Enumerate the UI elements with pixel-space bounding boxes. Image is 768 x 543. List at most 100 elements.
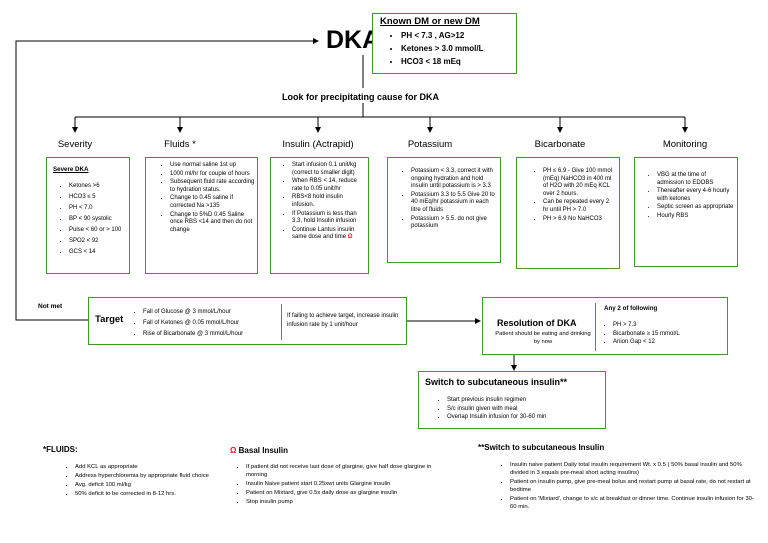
target-item: Fall of Ketones @ 0.05 mmol/L/hour bbox=[143, 318, 303, 328]
severity-item: Pulse < 60 or > 100 bbox=[69, 225, 129, 235]
severity-item: BP < 90 systolic bbox=[69, 214, 129, 224]
switch-item: Overlap Insulin infusion for 30-60 min bbox=[447, 414, 617, 422]
target-note: If failing to achieve target, increase i… bbox=[287, 313, 399, 328]
bicarbonate-item: Can be repeated every 2 hr until PH > 7.… bbox=[543, 199, 616, 214]
not-met-loop-line bbox=[15, 38, 319, 321]
known-dm-item: Ketones > 3.0 mmol/L bbox=[401, 43, 516, 55]
bicarbonate-list: PH ≤ 6.9 - Give 100 mmol (mEq) NaHCO3 in… bbox=[517, 158, 619, 223]
potassium-item: Potassium < 3.3, correct it with ongoing… bbox=[411, 168, 497, 191]
target-list: Fall of Glucose @ 3 mmol/L/hour Fall of … bbox=[127, 307, 303, 340]
switch-item: S/c insulin given with meal bbox=[447, 406, 617, 414]
potassium-item: Potassium > 5.5. do not give potassium bbox=[411, 216, 497, 231]
precipitating-cause-heading: Look for precipitating cause for DKA bbox=[282, 92, 440, 102]
resolution-item: Anion Gap < 12 bbox=[613, 339, 733, 347]
insulin-box: Start infusion 0.1 unit/kg (correct to s… bbox=[270, 157, 369, 274]
bicarbonate-header: Bicarbonate bbox=[534, 139, 586, 150]
target-box: Target Fall of Glucose @ 3 mmol/L/hour F… bbox=[88, 297, 407, 345]
monitoring-header: Monitoring bbox=[662, 139, 708, 150]
known-dm-title: Known DM or new DM bbox=[380, 16, 480, 27]
fluids-footnote-list: Add KCL as appropriate Address hyperchlo… bbox=[62, 463, 225, 499]
resolution-list: PH > 7.3 Bicarbonate ≥ 15 mmol/L Anion G… bbox=[601, 322, 733, 348]
switch-box: Switch to subcutaneous insulin** Start p… bbox=[418, 371, 606, 429]
resolution-divider bbox=[595, 303, 596, 351]
switch-footnote-item: Patient on insulin pump, give pre-meal b… bbox=[510, 478, 760, 494]
insulin-item: Continue Lantus insulin same dose and ti… bbox=[292, 227, 366, 242]
any-two-label: Any 2 of following bbox=[604, 305, 658, 312]
severity-header: Severity bbox=[57, 139, 93, 150]
fluids-header: Fluids * bbox=[164, 139, 196, 150]
severity-item: SPO2 < 92 bbox=[69, 236, 129, 246]
basal-footnote-list: If patient did not receive last dose of … bbox=[233, 463, 446, 507]
target-label: Target bbox=[95, 314, 124, 325]
severity-box: Severe DKA Ketones >6 HCO3 ≤ 5 PH < 7.0 … bbox=[46, 157, 130, 274]
potassium-box: Potassium < 3.3, correct it with ongoing… bbox=[387, 157, 501, 263]
fluids-item: Change to 5%D 0.45 Saline once RBS <14 a… bbox=[170, 212, 255, 235]
omega-icon: Ω bbox=[347, 234, 353, 241]
switch-list: Start previous insulin regimen S/c insul… bbox=[433, 397, 617, 423]
severity-item: HCO3 ≤ 5 bbox=[69, 192, 129, 202]
resolution-box: Resolution of DKA Patient should be eati… bbox=[482, 297, 728, 355]
insulin-item-text: Continue Lantus insulin same dose and ti… bbox=[292, 226, 355, 241]
fluids-item: 1000 ml/hr for couple of hours bbox=[170, 171, 255, 179]
resolution-title: Resolution of DKA bbox=[497, 318, 577, 328]
insulin-item: Start infusion 0.1 unit/kg (correct to s… bbox=[292, 162, 366, 177]
fluids-item: Change to 0.45 saline if corrected Na >1… bbox=[170, 195, 255, 210]
basal-footnote-title: Ω Basal Insulin bbox=[230, 446, 288, 455]
switch-item: Start previous insulin regimen bbox=[447, 397, 617, 405]
potassium-item: Potassium 3.3 to 5.5 Give 20 to 40 mEq/h… bbox=[411, 192, 497, 215]
switch-footnote-title: **Switch to subcutaneous Insulin bbox=[478, 443, 605, 452]
switch-footnote-list: Insulin naive patient Daily total insuli… bbox=[497, 461, 760, 512]
insulin-list: Start infusion 0.1 unit/kg (correct to s… bbox=[271, 158, 368, 242]
known-dm-item: PH < 7.3 , AG>12 bbox=[401, 30, 516, 42]
monitoring-list: VBG at the time of admission to EDOBS Th… bbox=[635, 158, 737, 221]
target-item: Fall of Glucose @ 3 mmol/L/hour bbox=[143, 307, 303, 317]
fluids-item: Use normal saline 1st up bbox=[170, 162, 255, 170]
target-divider bbox=[281, 304, 282, 340]
bicarbonate-item: PH > 6.9 No NaHCO3 bbox=[543, 216, 616, 224]
severity-item: Ketones >6 bbox=[69, 181, 129, 191]
monitoring-box: VBG at the time of admission to EDOBS Th… bbox=[634, 157, 738, 267]
resolution-item: PH > 7.3 bbox=[613, 322, 733, 330]
basal-footnote-item: If patient did not receive last dose of … bbox=[246, 463, 446, 479]
monitoring-item: Hourly RBS bbox=[657, 213, 734, 221]
insulin-item: RBS<8 hold insulin infusion. bbox=[292, 194, 366, 209]
basal-footnote-item: Stop insulin pump bbox=[246, 498, 446, 506]
fluids-footnote-title: *FLUIDS: bbox=[43, 445, 78, 454]
target-item: Rise of Bicarbonate @ 3 mmol/L/hour bbox=[143, 329, 303, 339]
fluids-list: Use normal saline 1st up 1000 ml/hr for … bbox=[146, 158, 257, 234]
known-dm-box: Known DM or new DM PH < 7.3 , AG>12 Keto… bbox=[372, 13, 517, 74]
monitoring-item: Thereafter every 4-6 hourly with ketones bbox=[657, 188, 734, 203]
basal-footnote-item: Patient on Mixtard, give 0.5x daily dose… bbox=[246, 489, 446, 497]
insulin-item: When RBS < 14, reduce rate to 0.05 unit/… bbox=[292, 178, 366, 193]
insulin-header: Insulin (Actrapid) bbox=[282, 139, 354, 150]
fluids-box: Use normal saline 1st up 1000 ml/hr for … bbox=[145, 157, 258, 274]
resolution-text: Patient should be eating and drinking by… bbox=[495, 331, 591, 345]
fluids-footnote-item: Avg. deficit 100 ml/kg bbox=[75, 481, 225, 489]
severity-item: GCS < 14 bbox=[69, 247, 129, 257]
severity-item: PH < 7.0 bbox=[69, 203, 129, 213]
dka-title: DKA bbox=[326, 26, 381, 54]
potassium-header: Potassium bbox=[407, 139, 453, 150]
severe-dka-title: Severe DKA bbox=[53, 166, 89, 173]
fluids-footnote-item: 50% deficit to be corrected in 8-12 hrs. bbox=[75, 490, 225, 498]
fluids-item: Subsequent fluid rate according to hydra… bbox=[170, 179, 255, 194]
known-dm-item: HCO3 < 18 mEq bbox=[401, 56, 516, 68]
fluids-footnote-item: Address hyperchloremia by appropriate fl… bbox=[75, 472, 225, 480]
basal-title-text: Basal Insulin bbox=[238, 446, 289, 455]
omega-icon: Ω bbox=[230, 446, 237, 455]
switch-footnote-item: Insulin naive patient Daily total insuli… bbox=[510, 461, 760, 477]
monitoring-item: VBG at the time of admission to EDOBS bbox=[657, 172, 734, 187]
potassium-list: Potassium < 3.3, correct it with ongoing… bbox=[388, 158, 500, 231]
basal-footnote-item: Insulin Naive patient start 0.25xwt unit… bbox=[246, 480, 446, 488]
fluids-footnote-item: Add KCL as appropriate bbox=[75, 463, 225, 471]
switch-title: Switch to subcutaneous insulin** bbox=[425, 377, 568, 387]
not-met-label: Not met bbox=[38, 303, 63, 310]
resolution-item: Bicarbonate ≥ 15 mmol/L bbox=[613, 331, 733, 339]
severity-list: Ketones >6 HCO3 ≤ 5 PH < 7.0 BP < 90 sys… bbox=[47, 181, 129, 257]
monitoring-item: Septic screen as appropriate bbox=[657, 204, 734, 212]
switch-footnote-item: Patient on 'Mixtard', change to s/c at b… bbox=[510, 495, 760, 511]
bicarbonate-box: PH ≤ 6.9 - Give 100 mmol (mEq) NaHCO3 in… bbox=[516, 157, 620, 269]
bicarbonate-item: PH ≤ 6.9 - Give 100 mmol (mEq) NaHCO3 in… bbox=[543, 168, 616, 198]
insulin-item: If Potassium is less than 3.3, hold Insu… bbox=[292, 211, 366, 226]
